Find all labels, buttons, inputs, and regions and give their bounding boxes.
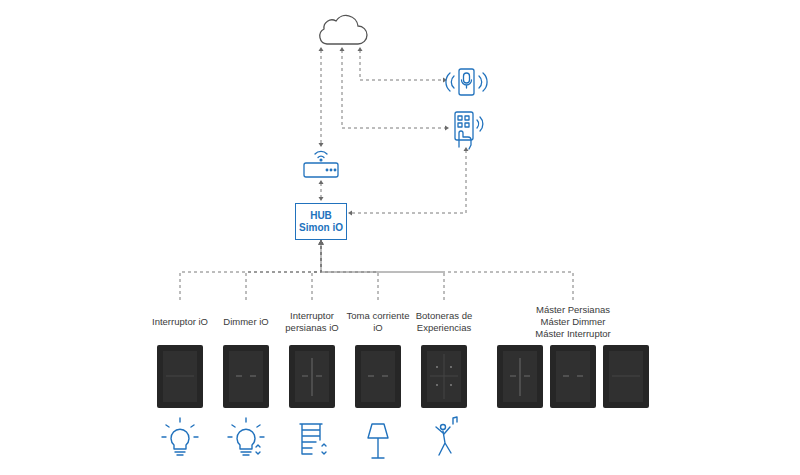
network-wires <box>321 50 466 213</box>
dashed-connector <box>318 240 378 300</box>
device-group: Botoneras de Experiencias <box>412 300 476 410</box>
smartphone-app-icon <box>455 112 483 149</box>
device-label: Dimmer iO <box>223 316 268 328</box>
voice-assistant-icon <box>446 69 487 95</box>
device-heading-area: Botoneras de Experiencias <box>407 300 481 344</box>
hub-label: HUB Simon iO <box>298 210 344 234</box>
dashed-connector <box>318 240 573 300</box>
router-hub-wire <box>321 183 322 199</box>
device-label: Interruptor persianas iO <box>276 310 348 334</box>
device-label: Toma corriente iO <box>341 310 415 334</box>
device-group: Máster Persianas Máster Dimmer Máster In… <box>492 300 654 410</box>
bulb-icon <box>171 429 189 455</box>
arrowhead <box>318 240 323 245</box>
connector-line <box>321 240 444 300</box>
device-group: Interruptor iO <box>148 300 212 410</box>
device-heading-area: Interruptor iO <box>135 300 225 344</box>
cloud-router-wire <box>321 50 322 144</box>
dashed-connector <box>318 240 444 300</box>
device-group: Toma corriente iO <box>346 300 410 410</box>
arrowhead <box>318 240 323 245</box>
cloud-voice-wire <box>360 50 444 80</box>
connector-line <box>180 240 321 300</box>
connector-line <box>321 240 378 300</box>
dimmer-bulb-icon <box>237 429 255 455</box>
lamp-icon <box>368 424 388 458</box>
device-label: Botoneras de Experiencias <box>407 310 481 334</box>
cloud-icon <box>320 15 367 44</box>
router-icon <box>304 151 338 177</box>
dashed-connector <box>312 240 324 300</box>
dashed-connector <box>246 240 324 300</box>
dashed-connector <box>180 240 324 300</box>
connector-line <box>321 240 573 300</box>
device-heading-area: Dimmer iO <box>201 300 291 344</box>
device-group: Dimmer iO <box>214 300 278 410</box>
device-label: Interruptor iO <box>152 316 208 328</box>
cloud-app-wire <box>342 50 446 128</box>
connector-line <box>312 240 321 300</box>
device-heading-area: Toma corriente iO <box>341 300 415 344</box>
device-heading-area: Máster Persianas Máster Dimmer Máster In… <box>526 300 621 344</box>
device-group: Interruptor persianas iO <box>280 300 344 410</box>
device-label: Máster Persianas Máster Dimmer Máster In… <box>526 304 621 340</box>
switch-plates <box>157 345 649 408</box>
app-hub-wire <box>351 150 466 213</box>
connector-line <box>246 240 321 300</box>
arrowhead <box>318 240 323 245</box>
dancer-icon <box>436 417 457 455</box>
device-heading-area: Interruptor persianas iO <box>276 300 348 344</box>
wire-arrowheads <box>319 47 469 216</box>
arrowhead <box>318 240 323 245</box>
hub-box: HUB Simon iO <box>295 203 347 240</box>
arrowhead <box>318 240 323 245</box>
load-icons <box>162 417 457 458</box>
blind-icon <box>300 424 322 454</box>
arrowhead <box>318 240 323 245</box>
